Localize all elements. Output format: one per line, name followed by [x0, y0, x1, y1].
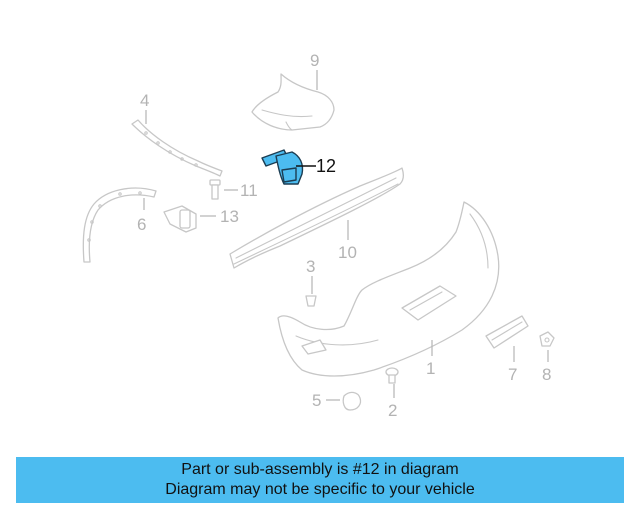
part-9-bracket[interactable] [251, 73, 335, 131]
part-13-clip[interactable] [163, 205, 197, 233]
part-12-highlighted-bracket[interactable] [261, 149, 304, 185]
part-4-trim-strip[interactable] [131, 119, 223, 177]
callout-1[interactable]: 1 [426, 359, 435, 378]
callout-4[interactable]: 4 [140, 91, 149, 110]
part-5-reflector[interactable] [342, 391, 362, 411]
callout-5[interactable]: 5 [312, 391, 321, 410]
part-7-side-bracket[interactable] [485, 315, 529, 349]
callout-9[interactable]: 9 [310, 51, 319, 70]
callout-10[interactable]: 10 [338, 243, 357, 262]
info-banner: Part or sub-assembly is #12 in diagram D… [16, 457, 624, 503]
part-8-nut[interactable] [539, 331, 555, 347]
part-2-fastener[interactable] [385, 367, 399, 384]
banner-line-1: Part or sub-assembly is #12 in diagram [181, 461, 459, 478]
callout-11[interactable]: 11 [240, 181, 258, 200]
callout-7[interactable]: 7 [508, 365, 517, 384]
callout-2[interactable]: 2 [388, 401, 397, 420]
part-10-absorber-bar[interactable] [229, 167, 404, 269]
part-1-bumper-cover[interactable] [277, 201, 500, 377]
banner-line-2: Diagram may not be specific to your vehi… [165, 481, 475, 498]
part-6-wheel-flare[interactable] [82, 187, 157, 263]
callout-13[interactable]: 13 [220, 207, 239, 226]
callout-6[interactable]: 6 [137, 215, 146, 234]
callout-12[interactable]: 12 [316, 156, 336, 176]
part-3-push-clip[interactable] [305, 295, 317, 307]
callout-3[interactable]: 3 [306, 257, 315, 276]
part-11-bolt[interactable] [209, 179, 221, 200]
callout-8[interactable]: 8 [542, 365, 551, 384]
